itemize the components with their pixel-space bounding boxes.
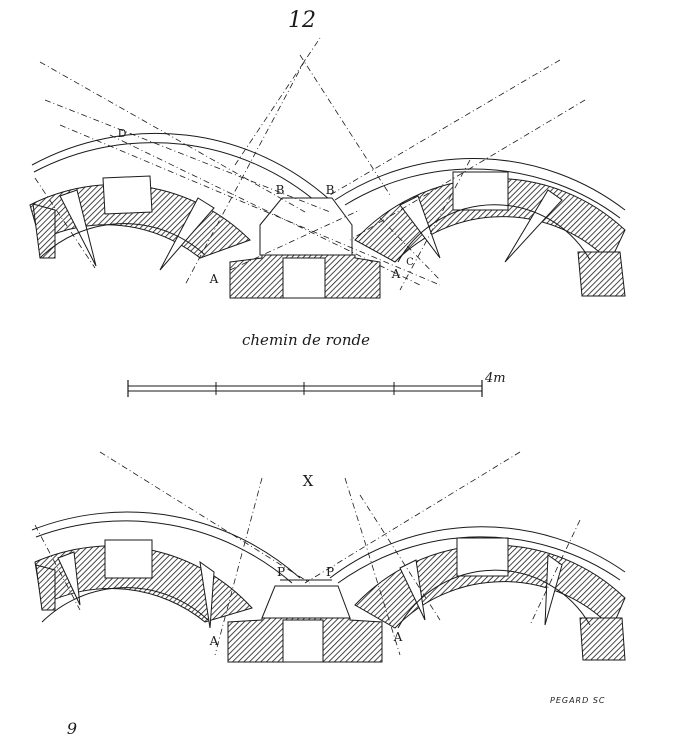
right-outer-arc bbox=[334, 158, 626, 211]
top-figure bbox=[29, 37, 626, 299]
figure-label: X bbox=[303, 472, 314, 490]
bottom-left-outer-arc bbox=[31, 511, 301, 579]
construction-lines-bottom bbox=[34, 451, 581, 656]
right-inner-arc bbox=[397, 204, 591, 263]
label-p-right: P bbox=[326, 565, 334, 579]
label-p-left: P bbox=[277, 565, 285, 579]
label-c: C bbox=[406, 257, 414, 268]
label-b-left: B bbox=[276, 183, 285, 197]
page-number: 12 bbox=[288, 8, 316, 33]
scale-bar bbox=[127, 380, 483, 397]
construction-lines-top bbox=[34, 37, 586, 291]
left-tower-wall bbox=[29, 175, 251, 271]
bottom-figure bbox=[31, 451, 626, 663]
scale-label: 4m bbox=[484, 371, 506, 386]
bottom-right-inner-arc bbox=[397, 569, 591, 629]
bottom-right-tower-wall bbox=[354, 537, 626, 661]
bottom-left-inner-arc bbox=[41, 587, 209, 623]
left-outer-arc bbox=[31, 132, 331, 201]
right-tower-wall bbox=[354, 171, 626, 297]
label-b-right: B bbox=[326, 183, 335, 197]
curtain-wall-bottom bbox=[227, 579, 383, 663]
label-a-right-bottom: A bbox=[393, 630, 403, 644]
engraver-signature: PEGARD SC bbox=[550, 696, 605, 705]
bottom-right-outer-arc bbox=[329, 526, 626, 579]
bottom-left-tower-wall bbox=[34, 539, 253, 629]
left-inner-arc bbox=[39, 223, 206, 259]
label-a-left-top: A bbox=[209, 272, 219, 286]
label-d: D bbox=[118, 127, 127, 140]
label-a-right-top: A bbox=[391, 267, 401, 281]
corner-mark: 9 bbox=[67, 719, 77, 738]
label-a-left-bottom: A bbox=[209, 634, 219, 648]
curtain-wall-top bbox=[229, 197, 381, 299]
caption: chemin de ronde bbox=[242, 331, 370, 349]
